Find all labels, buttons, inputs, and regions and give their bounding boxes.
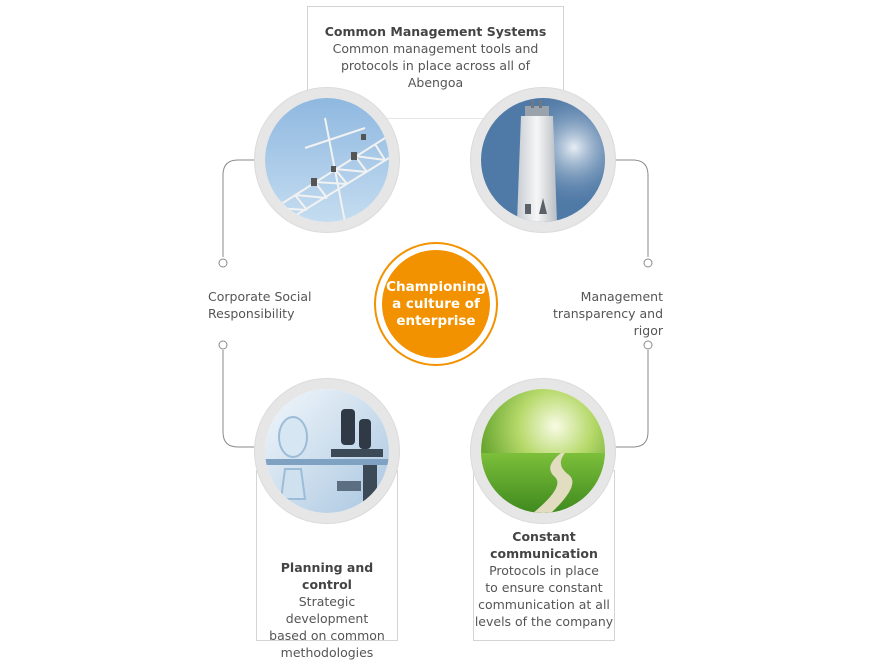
center-line: a culture of <box>392 295 480 312</box>
center-circle: Championing a culture of enterprise <box>376 244 496 364</box>
connector-dot-right-top <box>643 258 653 268</box>
connector-dot-left-top <box>218 258 228 268</box>
steel-structure-image <box>265 98 389 222</box>
solar-tower-image <box>481 98 605 222</box>
bottom-right-info-line: levels of the company <box>474 614 614 629</box>
bottom-left-info-line: methodologies <box>280 645 374 660</box>
green-field-image <box>481 389 605 513</box>
top-info-text: Common Management Systems Common managem… <box>310 23 561 91</box>
bottom-right-info-title: communication <box>490 546 598 561</box>
top-info-line: Common management tools and <box>332 41 539 56</box>
center-line: enterprise <box>396 312 476 329</box>
steel-structure-circle <box>254 87 400 233</box>
left-label-line: Corporate Social <box>208 289 312 304</box>
center-text: Championing a culture of enterprise <box>386 279 486 330</box>
bottom-left-info-text: Planning and control Strategic developme… <box>256 559 398 661</box>
right-label: Management transparency and rigor <box>520 288 663 339</box>
center-line: Championing <box>386 278 486 295</box>
top-info-line: Abengoa <box>407 75 464 90</box>
solar-tower-circle <box>470 87 616 233</box>
bottom-right-info-text: Constant communication Protocols in plac… <box>473 528 615 630</box>
bottom-left-info-title: Planning and control <box>280 560 374 592</box>
bottom-right-info-line: Protocols in place <box>489 563 599 578</box>
top-info-title: Common Management Systems <box>324 24 547 39</box>
center-disc: Championing a culture of enterprise <box>382 250 490 358</box>
right-label-line: Management <box>580 289 663 304</box>
bottom-left-info-line: based on common <box>269 628 385 643</box>
bottom-left-info-line: Strategic development <box>285 594 369 626</box>
microscope-lab-image <box>265 389 389 513</box>
connector-dot-left-bottom <box>218 340 228 350</box>
connector-dot-right-bottom <box>643 340 653 350</box>
green-field-circle <box>470 378 616 524</box>
left-label-line: Responsibility <box>208 306 295 321</box>
microscope-lab-circle <box>254 378 400 524</box>
left-label: Corporate Social Responsibility <box>208 288 312 322</box>
bottom-right-info-line: communication at all <box>478 597 610 612</box>
top-info-line: protocols in place across all of <box>340 58 531 73</box>
bottom-right-info-title: Constant <box>512 529 576 544</box>
bottom-right-info-line: to ensure constant <box>485 580 603 595</box>
right-label-line: transparency and rigor <box>553 306 663 338</box>
